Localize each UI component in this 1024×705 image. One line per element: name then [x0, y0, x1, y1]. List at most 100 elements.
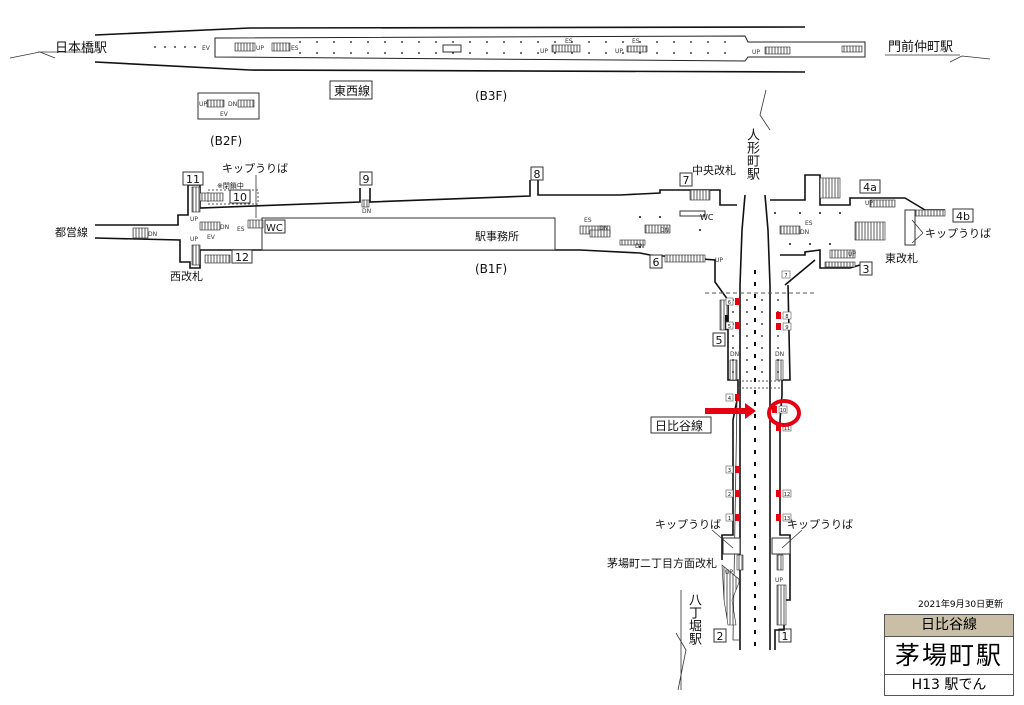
pillar	[333, 41, 335, 43]
station-ningyocho: 人形町駅	[744, 128, 759, 180]
pillar	[469, 52, 471, 54]
dn-label: DN	[775, 351, 784, 358]
pillar	[452, 52, 454, 54]
pillar	[777, 335, 779, 337]
exit-11-box	[182, 171, 204, 186]
closed-note: ※閉鎖中	[217, 181, 244, 190]
pillar	[761, 323, 763, 325]
car-marker	[735, 394, 740, 401]
track-marker	[754, 438, 756, 442]
tozai-line-box	[329, 80, 373, 100]
exit-7-label: 7	[683, 174, 690, 187]
es-label: ES	[584, 217, 592, 224]
pillar	[724, 52, 726, 54]
exit-6-label: 6	[653, 256, 660, 269]
track-marker	[754, 582, 756, 586]
track-marker	[754, 474, 756, 478]
exit-3-box	[859, 261, 873, 276]
up-label: UP	[752, 49, 760, 56]
hibiya-line-box	[650, 416, 712, 434]
pillar	[503, 52, 505, 54]
pillar	[777, 359, 779, 361]
car-marker	[776, 424, 781, 431]
exit-10-box	[229, 189, 251, 204]
pillar	[690, 52, 692, 54]
exit-3-label: 3	[863, 263, 870, 276]
pillar	[819, 212, 821, 214]
car-number-box	[725, 513, 734, 522]
legend-code: H13 駅でん	[911, 677, 987, 693]
track-marker	[754, 534, 756, 538]
exit-2-box	[713, 628, 727, 643]
pillar	[761, 299, 763, 301]
pillar	[164, 46, 166, 48]
car-number-2: 2	[728, 492, 731, 498]
pillar	[732, 335, 734, 337]
car-marker	[776, 490, 781, 497]
car-number-4: 4	[728, 396, 731, 402]
car-marker	[735, 298, 740, 305]
b3f-tozai-platform: EV UP ES ES UP ES UP UP	[94, 26, 866, 73]
track-marker	[754, 414, 756, 418]
pillar	[746, 323, 748, 325]
pillar	[537, 41, 539, 43]
pillar	[154, 46, 156, 48]
central-gate-label: 中央改札	[692, 163, 736, 177]
car-number-box	[782, 489, 792, 498]
ev-label: EV	[207, 234, 216, 241]
pillar	[554, 52, 556, 54]
car-number-1: 1	[728, 516, 731, 522]
car-marker	[776, 312, 781, 319]
b2f-block: UP DN EV	[197, 92, 260, 120]
up-label: UP	[865, 200, 873, 207]
pillar	[690, 41, 692, 43]
pillar	[839, 212, 841, 214]
track-marker	[754, 354, 756, 358]
exit-11-label: 11	[186, 173, 200, 186]
pillar	[761, 311, 763, 313]
pillar	[639, 246, 641, 248]
exit-12-label: 12	[235, 251, 249, 264]
car-marker	[735, 466, 740, 473]
up-label: UP	[199, 101, 207, 108]
ticket-sales-west: キップうりば	[222, 162, 288, 175]
track-marker	[754, 522, 756, 526]
exit-1-label: 1	[782, 630, 789, 643]
floor-b1f: (B1F)	[475, 262, 507, 276]
car-number-box	[781, 270, 791, 279]
track-marker	[754, 330, 756, 334]
floor-b3f: (B3F)	[475, 89, 507, 103]
pillar	[588, 52, 590, 54]
wc-west: WC	[266, 223, 283, 234]
pillar	[418, 52, 420, 54]
floor-b2f: (B2F)	[210, 134, 242, 148]
track-marker	[754, 402, 756, 406]
pillar	[316, 41, 318, 43]
dn-label: DN	[220, 224, 229, 231]
pillar	[746, 311, 748, 313]
car-number-box	[725, 465, 734, 474]
pillar	[367, 52, 369, 54]
car-number-12: 12	[784, 492, 790, 498]
exit-12-box	[231, 249, 253, 264]
pillar	[673, 52, 675, 54]
es-label: ES	[291, 45, 299, 52]
car-number-box	[725, 321, 734, 330]
pillar	[656, 41, 658, 43]
pillar	[761, 335, 763, 337]
up-label: UP	[775, 577, 783, 584]
up-label: UP	[190, 236, 198, 243]
track-marker	[754, 282, 756, 286]
pillar	[761, 347, 763, 349]
car-number-10: 10	[780, 408, 786, 414]
pillar	[435, 41, 437, 43]
track-marker	[754, 450, 756, 454]
pillar	[486, 41, 488, 43]
dn-label: DN	[362, 208, 371, 215]
exit-8-label: 8	[534, 168, 541, 181]
track-marker	[754, 630, 756, 634]
legend-station: 茅場町駅	[885, 637, 1013, 675]
station-office	[261, 217, 556, 251]
pillar	[194, 46, 196, 48]
